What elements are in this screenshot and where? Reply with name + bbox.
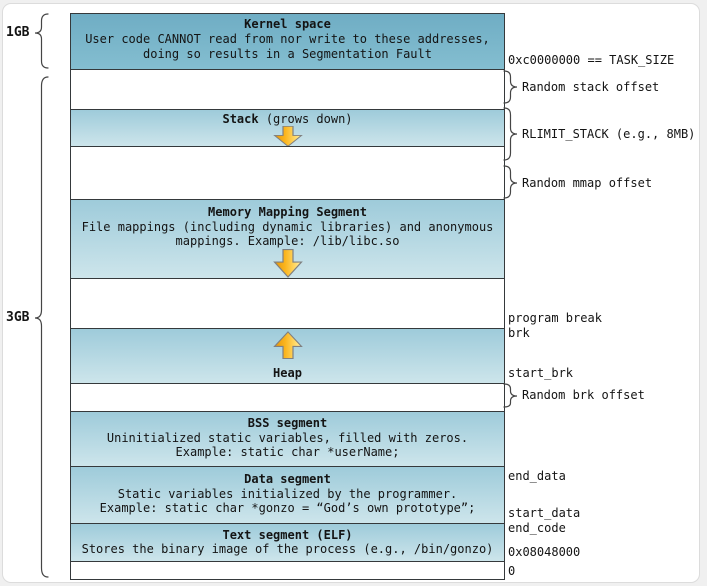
annotation-text-start-address: 0x08048000: [508, 545, 581, 559]
memory-mapping-line1: File mappings (including dynamic librari…: [81, 219, 494, 234]
annotation-end-code: end_code: [508, 521, 566, 535]
segment-bss: BSS segment Uninitialized static variabl…: [71, 411, 504, 466]
segment-heap: Heap: [71, 328, 504, 383]
heap-grows-up-arrow-icon: [272, 331, 303, 359]
segment-memory-mapping: Memory Mapping Segment File mappings (in…: [71, 199, 504, 278]
bss-line1: Uninitialized static variables, filled w…: [106, 430, 469, 445]
memory-column: Kernel space User code CANNOT read from …: [70, 13, 505, 580]
brace-rlimit-stack: [503, 107, 518, 161]
gap-free-space-above-heap: [71, 278, 504, 328]
mmap-grows-down-arrow-icon: [272, 248, 303, 278]
annotation-end-data: end_data: [508, 469, 566, 483]
text-segment-title: Text segment (ELF): [222, 528, 353, 542]
stack-title-line: Stack (grows down): [71, 112, 504, 126]
label-kernel-size: 1GB: [6, 25, 30, 40]
brace-3gb: [34, 76, 49, 578]
annotation-random-mmap-offset: Random mmap offset: [522, 176, 653, 190]
kernel-space-line1: User code CANNOT read from nor write to …: [85, 32, 490, 46]
stack-subtitle: (grows down): [258, 112, 353, 126]
gap-below-text-segment: [71, 561, 504, 579]
brace-random-mmap-offset: [503, 165, 518, 199]
annotation-random-stack-offset: Random stack offset: [522, 80, 660, 94]
segment-text: Text segment (ELF) Stores the binary ima…: [71, 523, 504, 561]
gap-random-brk-offset: [71, 383, 504, 411]
memory-mapping-title: Memory Mapping Segment: [208, 205, 367, 219]
annotation-task-size: 0xc0000000 == TASK_SIZE: [508, 53, 675, 67]
kernel-space-line2: doing so results in a Segmentation Fault: [143, 47, 432, 61]
bss-title: BSS segment: [247, 416, 328, 430]
heap-title: Heap: [273, 365, 302, 380]
annotation-program-break: program break: [508, 311, 602, 325]
gap-random-stack-offset: [71, 69, 504, 109]
annotation-random-brk-offset: Random brk offset: [522, 388, 645, 402]
text-segment-line1: Stores the binary image of the process (…: [81, 542, 494, 556]
brace-1gb: [34, 13, 49, 69]
annotation-start-brk: start_brk: [508, 366, 574, 380]
data-segment-title: Data segment: [244, 472, 331, 486]
brace-random-stack-offset: [503, 70, 518, 104]
brace-random-brk-offset: [503, 383, 518, 408]
annotation-zero-address: 0: [508, 564, 516, 578]
gap-random-mmap-offset: [71, 146, 504, 199]
label-user-size: 3GB: [6, 310, 30, 325]
stack-grows-down-arrow-icon: [272, 126, 303, 146]
data-segment-line2: Example: static char *gonzo = “God’s own…: [99, 501, 476, 515]
data-segment-line1: Static variables initialized by the prog…: [117, 486, 458, 501]
memory-mapping-line2: mappings. Example: /lib/libc.so: [175, 234, 400, 248]
segment-data: Data segment Static variables initialize…: [71, 466, 504, 523]
kernel-space-title: Kernel space: [244, 17, 331, 31]
annotation-start-data: start_data: [508, 506, 581, 520]
annotation-rlimit-stack: RLIMIT_STACK (e.g., 8MB): [522, 127, 696, 141]
annotation-brk: brk: [508, 326, 530, 340]
segment-stack: Stack (grows down): [71, 109, 504, 146]
stack-title: Stack: [222, 112, 259, 126]
bss-line2: Example: static char *userName;: [175, 445, 400, 459]
segment-kernel-space: Kernel space User code CANNOT read from …: [71, 14, 504, 69]
